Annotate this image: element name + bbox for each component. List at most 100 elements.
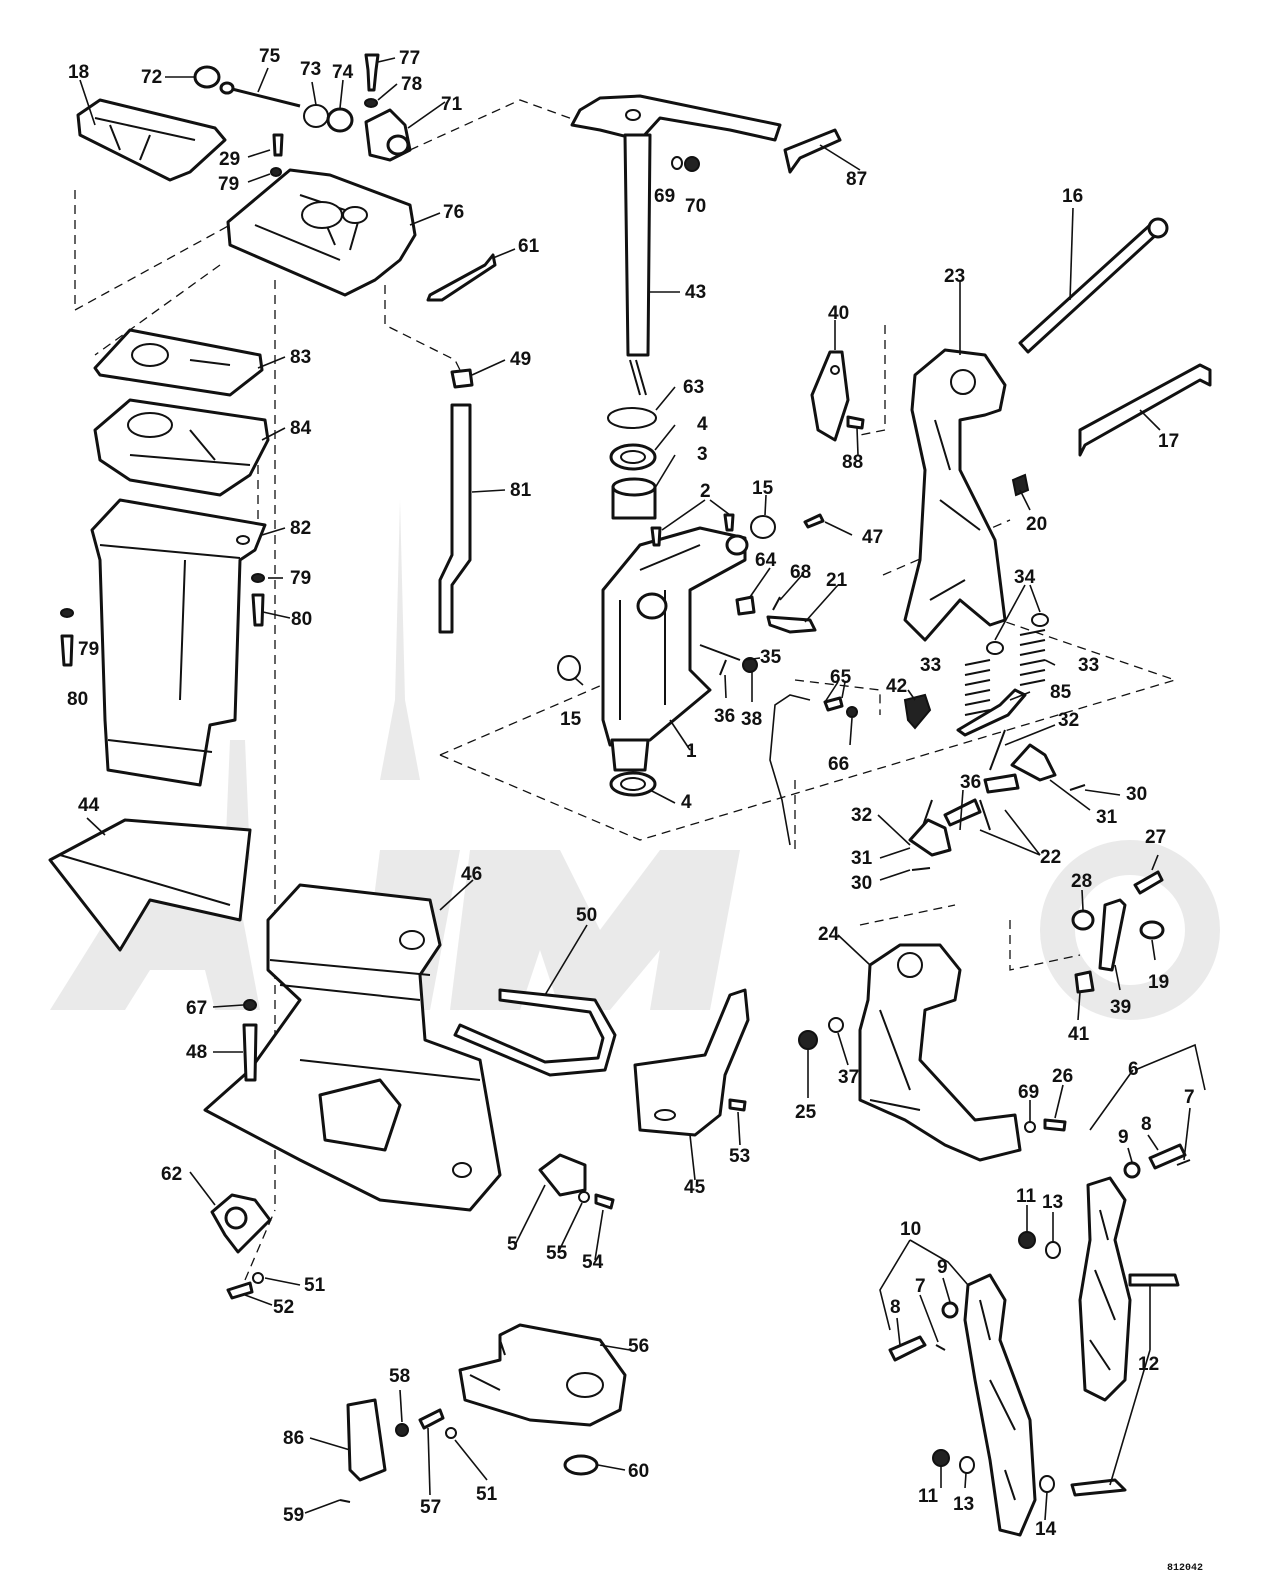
- callout-8-left: 8: [890, 1297, 901, 1318]
- callout-32-left: 32: [851, 805, 872, 826]
- callout-31-left: 31: [851, 848, 873, 869]
- part-50-seal: [453, 988, 617, 1077]
- part-28-washer: [1071, 909, 1095, 931]
- part-33-spring-right: [1019, 629, 1046, 686]
- part-57-screw: [418, 1408, 445, 1430]
- callout-40: 40: [828, 303, 849, 324]
- part-24-clamp-bracket: [858, 943, 1022, 1162]
- part-22-lever: [943, 773, 1020, 827]
- callout-82: 82: [290, 518, 311, 539]
- callout-13-top: 13: [1042, 1192, 1063, 1213]
- part-79-nut-left: [60, 608, 74, 618]
- callout-31-right: 31: [1096, 807, 1118, 828]
- part-60-seal: [563, 1454, 599, 1476]
- part-6-stern-bracket-right: [1078, 1176, 1132, 1402]
- part-13-washer-lower: [959, 1456, 975, 1474]
- part-38-nut: [742, 657, 758, 673]
- part-78-washer: [364, 98, 378, 108]
- part-36-pin-right: [979, 799, 991, 831]
- callout-86: 86: [283, 1428, 304, 1449]
- callout-9-right: 9: [1118, 1127, 1129, 1148]
- part-51-washer-upper: [252, 1272, 264, 1284]
- callout-13-bottom: 13: [953, 1494, 974, 1515]
- part-64-bushing: [735, 595, 756, 616]
- part-84-exhaust-plate: [93, 398, 270, 497]
- part-2-screw-right: [723, 513, 735, 532]
- part-15-washer-left: [557, 655, 581, 681]
- part-67-nut: [243, 999, 257, 1011]
- callout-60: 60: [628, 1461, 649, 1482]
- part-14-washer: [1039, 1475, 1055, 1493]
- part-5-mount: [538, 1153, 587, 1197]
- part-65-cable: [769, 694, 811, 846]
- callout-65: 65: [830, 667, 852, 688]
- part-30-screw-right: [1069, 784, 1086, 791]
- part-42-clip: [903, 693, 932, 730]
- callout-41: 41: [1068, 1024, 1090, 1045]
- callout-21: 21: [826, 570, 848, 591]
- callout-49: 49: [510, 349, 531, 370]
- callout-69-top: 69: [654, 186, 675, 207]
- callout-74: 74: [332, 62, 354, 83]
- part-44-cover: [48, 818, 252, 952]
- callout-1: 1: [686, 741, 697, 762]
- part-34-cap-left: [986, 641, 1004, 655]
- part-15-washer-right: [750, 515, 776, 539]
- part-49-grommet: [450, 368, 474, 389]
- leader-lines: [79, 57, 1206, 1521]
- part-79-nut-top: [270, 167, 282, 177]
- callout-35: 35: [760, 647, 782, 668]
- part-52-screw: [226, 1281, 254, 1300]
- callout-19: 19: [1148, 972, 1169, 993]
- part-8-bolt-left: [888, 1335, 927, 1362]
- callout-71: 71: [441, 94, 463, 115]
- part-87-bracket: [783, 128, 842, 174]
- part-39-link: [1098, 898, 1127, 972]
- part-31-lever-right: [1010, 743, 1057, 782]
- callout-43: 43: [685, 282, 706, 303]
- part-27-screw: [1133, 870, 1164, 895]
- part-30-screw-left: [911, 867, 931, 871]
- callout-11-top: 11: [1016, 1186, 1037, 1207]
- part-85-plate: [956, 688, 1027, 737]
- callout-76: 76: [443, 202, 464, 223]
- part-51-washer-lower: [445, 1427, 457, 1439]
- callout-77: 77: [399, 48, 420, 69]
- callout-79-right: 79: [290, 568, 311, 589]
- callout-64: 64: [755, 550, 777, 571]
- part-65-screw: [823, 696, 844, 712]
- callout-7-left: 7: [915, 1276, 926, 1297]
- part-46-driveshaft-housing: [203, 883, 502, 1212]
- callout-51-top: 51: [304, 1275, 326, 1296]
- part-9-nut-left: [941, 1301, 959, 1319]
- callout-81: 81: [510, 480, 532, 501]
- part-2-screw-left: [650, 526, 662, 547]
- callout-26: 26: [1052, 1066, 1073, 1087]
- callout-12: 12: [1138, 1354, 1159, 1375]
- part-16-tilt-tube: [1018, 217, 1169, 354]
- part-72-bushing: [193, 65, 221, 89]
- callout-17: 17: [1158, 431, 1179, 452]
- part-37-washer: [828, 1017, 844, 1033]
- part-12-bolt-upper: [1128, 1273, 1180, 1287]
- callout-8-right: 8: [1141, 1114, 1152, 1135]
- callout-34: 34: [1014, 567, 1036, 588]
- part-11-nut-lower: [932, 1449, 950, 1467]
- part-59-screw: [339, 1499, 351, 1503]
- part-33-spring-left: [964, 659, 991, 716]
- part-29-screw: [272, 133, 284, 157]
- part-12-bolt-lower: [1070, 1478, 1127, 1497]
- part-86-plate: [346, 1398, 387, 1482]
- callout-72: 72: [141, 67, 162, 88]
- callout-56: 56: [628, 1336, 649, 1357]
- part-55-washer: [578, 1191, 590, 1203]
- callout-14: 14: [1035, 1519, 1057, 1540]
- part-7-pin-left: [935, 1344, 946, 1351]
- part-63-washer: [607, 407, 657, 429]
- part-80-screw-right: [251, 593, 265, 627]
- callout-84: 84: [290, 418, 312, 439]
- part-79-nut-right: [251, 573, 265, 583]
- part-26-screw: [1043, 1118, 1067, 1132]
- part-48-bolt: [242, 1023, 258, 1082]
